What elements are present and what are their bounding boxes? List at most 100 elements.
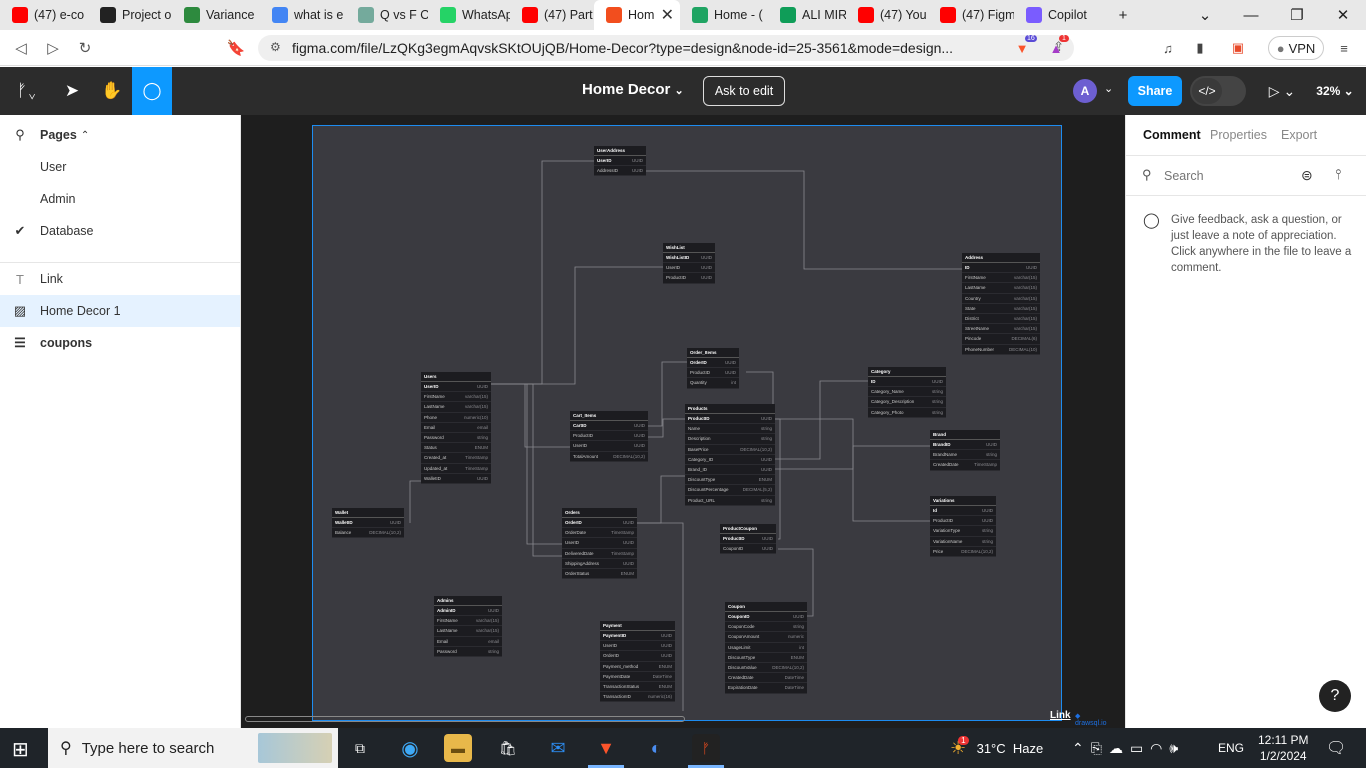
ask-to-edit-button[interactable]: Ask to edit: [703, 76, 785, 106]
windows-start-icon[interactable]: ⊞: [12, 739, 29, 761]
close-window-button[interactable]: ✕: [1320, 0, 1366, 30]
avatar[interactable]: A: [1073, 79, 1097, 103]
forward-button[interactable]: ▷: [42, 37, 64, 59]
page-item-admin[interactable]: Admin: [0, 183, 240, 215]
sliders-icon[interactable]: ⫯: [1335, 166, 1342, 182]
store-button[interactable]: 🛍: [494, 734, 522, 762]
page-item-user[interactable]: User: [0, 151, 240, 183]
comment-tool-button[interactable]: ◯: [132, 67, 172, 115]
site-settings-icon[interactable]: ⚙: [270, 40, 281, 54]
chevron-down-icon[interactable]: ⌄: [1104, 83, 1114, 95]
clock[interactable]: 12:11 PM 1/2/2024: [1258, 728, 1308, 768]
browser-tab[interactable]: Copilot: [1014, 0, 1100, 30]
hand-tool-button[interactable]: ✋: [94, 67, 130, 115]
new-tab-button[interactable]: +: [1100, 0, 1146, 30]
browser-tab[interactable]: (47) Part: [510, 0, 594, 30]
browser-tab[interactable]: WhatsAp: [428, 0, 510, 30]
weather-widget[interactable]: ☀ 1 31°C Haze: [950, 728, 1043, 768]
browser-tab[interactable]: Variance: [172, 0, 260, 30]
system-tray-icons[interactable]: ⌃⎘☁▭◠🕪: [1072, 728, 1185, 768]
tab-export[interactable]: Export: [1281, 128, 1318, 142]
page-item-database[interactable]: ✔Database: [0, 215, 240, 247]
link-text[interactable]: Link: [1050, 710, 1071, 721]
brave-shields-button[interactable]: ▼ 16: [1012, 35, 1037, 58]
tab-properties[interactable]: Properties: [1210, 128, 1267, 142]
present-button[interactable]: ▷ ⌄: [1262, 67, 1302, 115]
browser-tab[interactable]: Home - (: [680, 0, 768, 30]
minimize-button[interactable]: —: [1228, 0, 1274, 30]
brave-button[interactable]: ▼: [592, 734, 620, 762]
mail-button[interactable]: ✉: [544, 734, 572, 762]
url-field[interactable]: ⚙ figma.com/file/LzQKg3egmAqvskSKtOUjQB/…: [258, 35, 1074, 61]
layer-item-coupons[interactable]: ☰coupons: [0, 327, 240, 359]
dev-mode-toggle[interactable]: </>: [1190, 76, 1246, 106]
task-view-button[interactable]: ⧉: [346, 734, 374, 762]
text-icon: T: [16, 271, 24, 287]
help-button[interactable]: ?: [1319, 680, 1351, 712]
share-button[interactable]: Share: [1128, 76, 1182, 106]
brave-rewards-button[interactable]: ▲ 1: [1046, 35, 1069, 58]
back-button[interactable]: ◁: [10, 37, 32, 59]
comment-search-input[interactable]: [1162, 168, 1292, 184]
tab-search-button[interactable]: ⌄: [1182, 0, 1228, 30]
zoom-menu[interactable]: 32% ⌄: [1310, 67, 1360, 115]
reload-button[interactable]: ↻: [74, 37, 96, 59]
wallet-button[interactable]: ▣: [1228, 38, 1248, 58]
file-title[interactable]: Home Decor ⌄: [582, 81, 684, 98]
bookmark-button[interactable]: 🔖: [225, 37, 247, 59]
column-name: Created_at: [424, 455, 447, 461]
search-icon[interactable]: ⚲: [15, 127, 25, 142]
pages-header[interactable]: ⚲ Pages ⌃: [0, 119, 240, 151]
move-tool-button[interactable]: ➤: [54, 67, 90, 115]
browser-tab[interactable]: Project o: [88, 0, 172, 30]
browser-tab[interactable]: what is e: [260, 0, 346, 30]
media-button[interactable]: ♫: [1158, 38, 1178, 58]
browser-tab[interactable]: Hom✕: [594, 0, 680, 30]
close-tab-icon[interactable]: ✕: [660, 7, 674, 24]
file-explorer-button[interactable]: ▬: [444, 734, 472, 762]
relationship-line: [491, 383, 562, 557]
browser-menu-button[interactable]: ≡: [1334, 38, 1354, 58]
browser-tab[interactable]: ALI MIRS: [768, 0, 846, 30]
tab-comment[interactable]: Comment: [1143, 128, 1201, 142]
browser-tab[interactable]: Q vs F O: [346, 0, 428, 30]
app-button[interactable]: ◐: [642, 734, 670, 762]
notifications-button[interactable]: 🗨: [1326, 728, 1346, 768]
language-indicator[interactable]: ENG: [1218, 741, 1245, 755]
browser-tab[interactable]: (47) You: [846, 0, 928, 30]
edge-button[interactable]: ◉: [396, 734, 424, 762]
filter-icon[interactable]: ⊜: [1301, 167, 1313, 183]
browser-tab[interactable]: (47) Figm: [928, 0, 1014, 30]
share-page-icon[interactable]: ⇪: [1053, 39, 1064, 54]
figma-app-button[interactable]: ᚠ: [692, 734, 720, 762]
taskbar-search-box[interactable]: ⚲ Type here to search: [48, 728, 338, 768]
horizontal-scrollbar[interactable]: [245, 716, 685, 722]
layer-item-home-decor-1[interactable]: ▨Home Decor 1: [0, 295, 240, 327]
vpn-button[interactable]: ●VPN: [1268, 36, 1324, 60]
restore-button[interactable]: ❐: [1274, 0, 1320, 30]
sidebar-toggle-button[interactable]: ▮: [1190, 38, 1210, 58]
main-menu-button[interactable]: ᚠ⌄: [8, 67, 46, 115]
browser-tab[interactable]: (47) e-co: [0, 0, 88, 30]
